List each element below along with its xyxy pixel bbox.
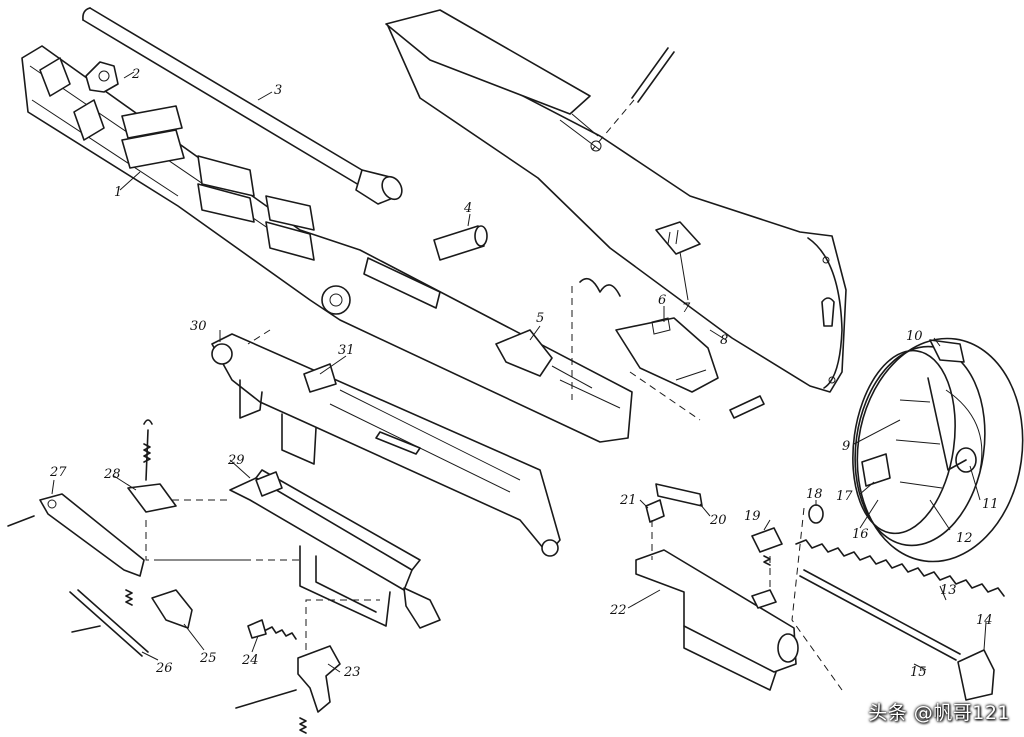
part-label: 27: [49, 465, 67, 480]
part-label: 8: [720, 333, 728, 348]
part-label: 6: [658, 293, 666, 308]
part-label: 24: [241, 653, 259, 668]
part-label: 14: [976, 613, 993, 628]
part-label: 20: [709, 513, 727, 528]
part-label: 3: [274, 83, 282, 98]
part-label: 18: [806, 487, 823, 502]
buffer: [433, 225, 488, 261]
barrel: [82, 7, 403, 205]
part-label: 26: [155, 661, 173, 676]
part-label: 16: [852, 527, 869, 542]
part-label: 21: [619, 493, 637, 508]
part-label: 13: [940, 583, 957, 598]
trigger-guard: [160, 469, 441, 629]
magazine-housing: [635, 483, 799, 691]
part-label: 5: [536, 311, 544, 326]
barrel-jacket: [21, 45, 633, 443]
part-label: 23: [343, 665, 361, 680]
magazine-spring-group: [791, 504, 1005, 701]
stock: [385, 9, 847, 393]
part-label: 15: [910, 665, 927, 680]
part-label: 9: [842, 439, 850, 454]
part-label: 10: [906, 329, 923, 344]
part-label: 7: [682, 301, 691, 316]
part-label: 29: [227, 453, 245, 468]
leader-lines: [51, 71, 987, 673]
sling-plate: [655, 221, 701, 255]
part-label: 12: [956, 531, 973, 546]
front-sight: [85, 61, 119, 93]
rear-sight: [495, 329, 553, 377]
trigger-parts: [235, 599, 380, 734]
drum-magazine: [852, 337, 1024, 563]
part-label: 17: [836, 489, 853, 504]
bolt: [571, 277, 765, 421]
part-label: 2: [131, 67, 140, 82]
part-label: 19: [744, 509, 761, 524]
part-label: 31: [338, 343, 355, 358]
selector-parts: [7, 419, 250, 657]
part-label: 1: [114, 185, 122, 200]
part-label: 4: [463, 201, 472, 216]
part-labels: 1 2 3 4 5 6 7 8 9 10 11 12 13 14 15 16 1…: [49, 67, 999, 680]
part-label: 11: [982, 497, 999, 512]
part-label: 25: [199, 651, 217, 666]
part-label: 30: [190, 319, 207, 334]
watermark-text: 头条 @帆哥121: [868, 702, 1010, 724]
part-label: 22: [609, 603, 627, 618]
stock-pin: [591, 47, 675, 151]
part-label: 28: [103, 467, 121, 482]
trigger-frame: [211, 329, 561, 557]
